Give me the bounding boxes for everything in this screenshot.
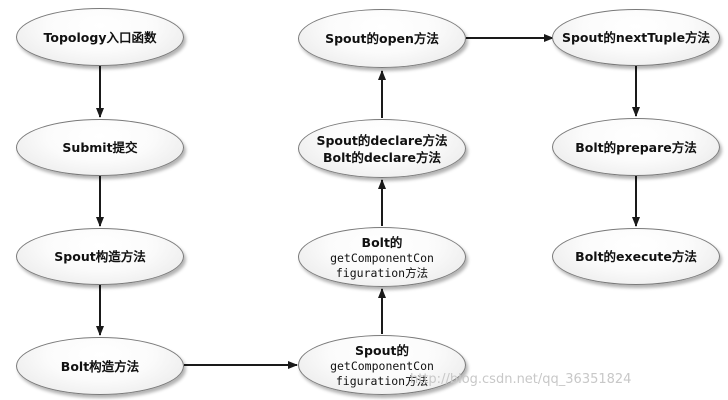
node-label: Spout的open方法 [325,31,439,46]
node-label: Submit提交 [62,140,138,155]
node-label: Bolt的prepare方法 [575,139,697,155]
node-topology-entry: Topology入口函数 [16,8,184,66]
node-label: Spout构造方法 [54,249,146,264]
node-label: Topology入口函数 [43,29,157,45]
node-label-line-3: figuration方法 [335,373,429,388]
node-spout-open: Spout的open方法 [298,9,466,68]
node-spout-constructor: Spout构造方法 [16,228,184,285]
node-declare: Spout的declare方法 Bolt的declare方法 [298,119,466,178]
node-label-line-1: Spout的 [355,342,409,358]
node-bolt-get-component-configuration: Bolt的 getComponentCon figuration方法 [298,227,466,287]
node-label-line-2: getComponentCon [330,250,434,265]
node-label-line-1: Bolt的 [361,234,403,250]
node-label-line-2: getComponentCon [330,358,434,373]
node-label: Bolt的execute方法 [575,249,697,264]
node-bolt-prepare: Bolt的prepare方法 [552,118,720,176]
node-label: Spout的nextTuple方法 [561,30,711,45]
node-label-line-3: figuration方法 [335,265,429,280]
node-label-line-1: Spout的declare方法 [316,132,448,148]
node-bolt-execute: Bolt的execute方法 [552,228,720,285]
watermark-text: http://blog.csdn.net/qq_36351824 [410,372,632,387]
node-submit: Submit提交 [16,119,184,176]
node-label: Bolt构造方法 [60,358,140,374]
node-spout-get-component-configuration: Spout的 getComponentCon figuration方法 [298,335,466,395]
node-spout-next-tuple: Spout的nextTuple方法 [552,9,720,66]
node-label-line-2: Bolt的declare方法 [322,149,442,165]
node-bolt-constructor: Bolt构造方法 [16,337,184,395]
